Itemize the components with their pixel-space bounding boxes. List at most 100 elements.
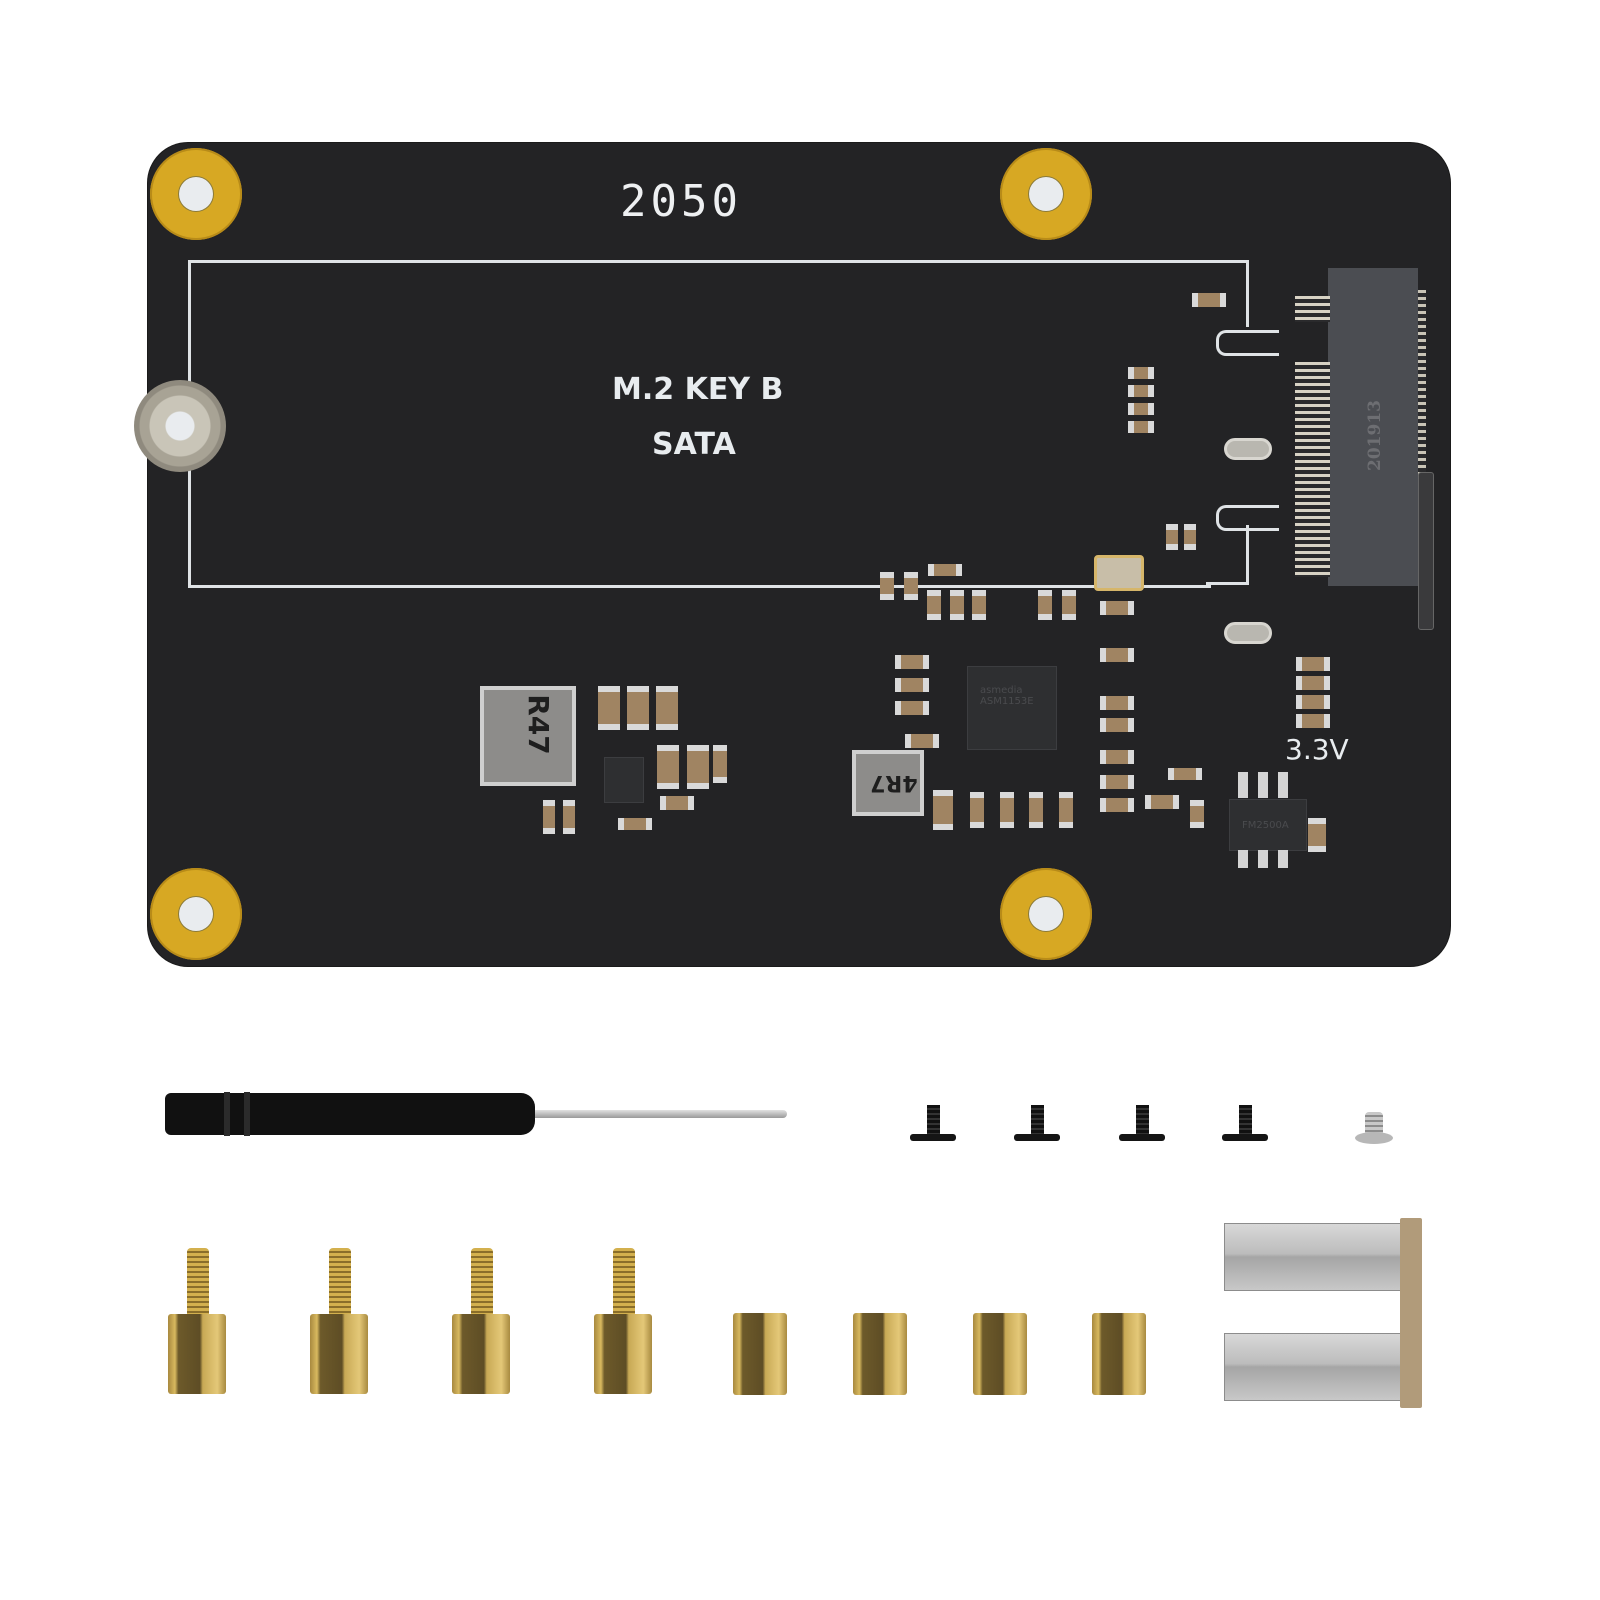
resistor <box>950 590 964 620</box>
resistor <box>618 818 652 830</box>
black-screw <box>1119 1105 1165 1141</box>
capacitor <box>1100 696 1134 710</box>
resistor <box>895 701 929 715</box>
brass-standoff-female <box>1092 1313 1146 1395</box>
capacitor <box>1059 792 1073 828</box>
capacitor <box>656 686 678 730</box>
black-screw <box>1014 1105 1060 1141</box>
silver-screw <box>1355 1112 1393 1144</box>
resistor <box>1168 768 1202 780</box>
capacitor <box>627 686 649 730</box>
capacitor <box>927 590 941 620</box>
regulator-marking: FM2500A <box>1242 820 1289 831</box>
m2-connector-pins-main <box>1295 362 1330 577</box>
screwdriver-shaft <box>535 1110 787 1118</box>
resistor <box>1184 524 1196 550</box>
inductor-r47: R47 <box>480 686 576 786</box>
test-pad-2 <box>1224 622 1272 644</box>
capacitor <box>1100 648 1134 662</box>
resistor <box>1128 385 1154 397</box>
mounting-hole-bottom-right <box>1000 868 1092 960</box>
side-edge-connector <box>1418 472 1434 630</box>
capacitor <box>1100 798 1134 812</box>
mounting-hole-top-left <box>150 148 242 240</box>
usb-plug-bottom <box>1224 1333 1404 1401</box>
inductor-4r7-marking: 4R7 <box>870 770 918 795</box>
resistor <box>928 564 962 576</box>
regulator-pins-top <box>1238 772 1298 798</box>
inductor-4r7: 4R7 <box>852 750 924 816</box>
resistor <box>895 655 929 669</box>
size-label: 2050 <box>620 176 742 227</box>
resistor <box>895 678 929 692</box>
resistor <box>1166 524 1178 550</box>
resistor <box>1296 695 1330 709</box>
black-screw <box>1222 1105 1268 1141</box>
inductor-r47-marking: R47 <box>521 694 555 755</box>
m2-slot-outline <box>188 260 1211 588</box>
brass-standoff-male <box>310 1248 368 1394</box>
brass-standoff-female <box>733 1313 787 1395</box>
usb-bridge-pcb <box>1400 1218 1422 1408</box>
resistor <box>904 572 918 600</box>
brass-standoff-female <box>973 1313 1027 1395</box>
black-screw <box>910 1105 956 1141</box>
mounting-hole-bottom-left <box>150 868 242 960</box>
capacitor <box>970 792 984 828</box>
capacitor <box>1100 775 1134 789</box>
capacitor <box>1100 750 1134 764</box>
capacitor <box>933 790 953 830</box>
resistor <box>1192 293 1226 307</box>
resistor <box>563 800 575 834</box>
capacitor <box>713 745 727 783</box>
m2-outline-notch-top <box>1206 260 1249 327</box>
mounting-hole-top-right <box>1000 148 1092 240</box>
m2-outline-notch-1 <box>1216 330 1279 356</box>
m2-retaining-standoff <box>134 380 226 472</box>
resistor <box>1190 800 1204 828</box>
capacitor <box>1000 792 1014 828</box>
capacitor <box>1308 818 1326 852</box>
resistor <box>1128 421 1154 433</box>
controller-marking: asmedia ASM1153E <box>980 685 1034 707</box>
resistor <box>543 800 555 834</box>
led <box>1296 714 1330 728</box>
resistor <box>1100 601 1134 615</box>
resistor <box>1100 718 1134 732</box>
capacitor <box>1062 590 1076 620</box>
capacitor <box>657 745 679 789</box>
brass-standoff-female <box>853 1313 907 1395</box>
resistor <box>660 796 694 810</box>
capacitor <box>1296 676 1330 690</box>
slot-title: M.2 KEY B <box>612 372 784 407</box>
regulator-chip: FM2500A <box>1230 800 1306 850</box>
capacitor <box>905 734 939 748</box>
slot-subtitle: SATA <box>652 427 736 462</box>
capacitor <box>1038 590 1052 620</box>
test-pad-1 <box>1224 438 1272 460</box>
capacitor <box>687 745 709 789</box>
usb-plug-top <box>1224 1223 1404 1291</box>
handle-grip-ring <box>224 1092 230 1136</box>
resistor <box>1128 367 1154 379</box>
capacitor <box>1296 657 1330 671</box>
connector-marking: 201913 <box>1365 400 1385 471</box>
usb-sata-controller-chip: asmedia ASM1153E <box>968 667 1056 749</box>
screwdriver-handle <box>165 1093 535 1135</box>
crystal-oscillator <box>1094 555 1144 591</box>
power-ic <box>605 758 643 802</box>
resistor <box>880 572 894 600</box>
handle-grip-ring <box>244 1092 250 1136</box>
brass-standoff-male <box>452 1248 510 1394</box>
regulator-pins-bottom <box>1238 850 1298 868</box>
capacitor <box>1029 792 1043 828</box>
m2-connector <box>1328 268 1418 586</box>
resistor <box>1145 795 1179 809</box>
brass-standoff-male <box>168 1248 226 1394</box>
resistor <box>1128 403 1154 415</box>
capacitor <box>972 590 986 620</box>
voltage-label: 3.3V <box>1285 733 1349 766</box>
m2-connector-pins-top <box>1295 296 1330 322</box>
capacitor <box>598 686 620 730</box>
brass-standoff-male <box>594 1248 652 1394</box>
